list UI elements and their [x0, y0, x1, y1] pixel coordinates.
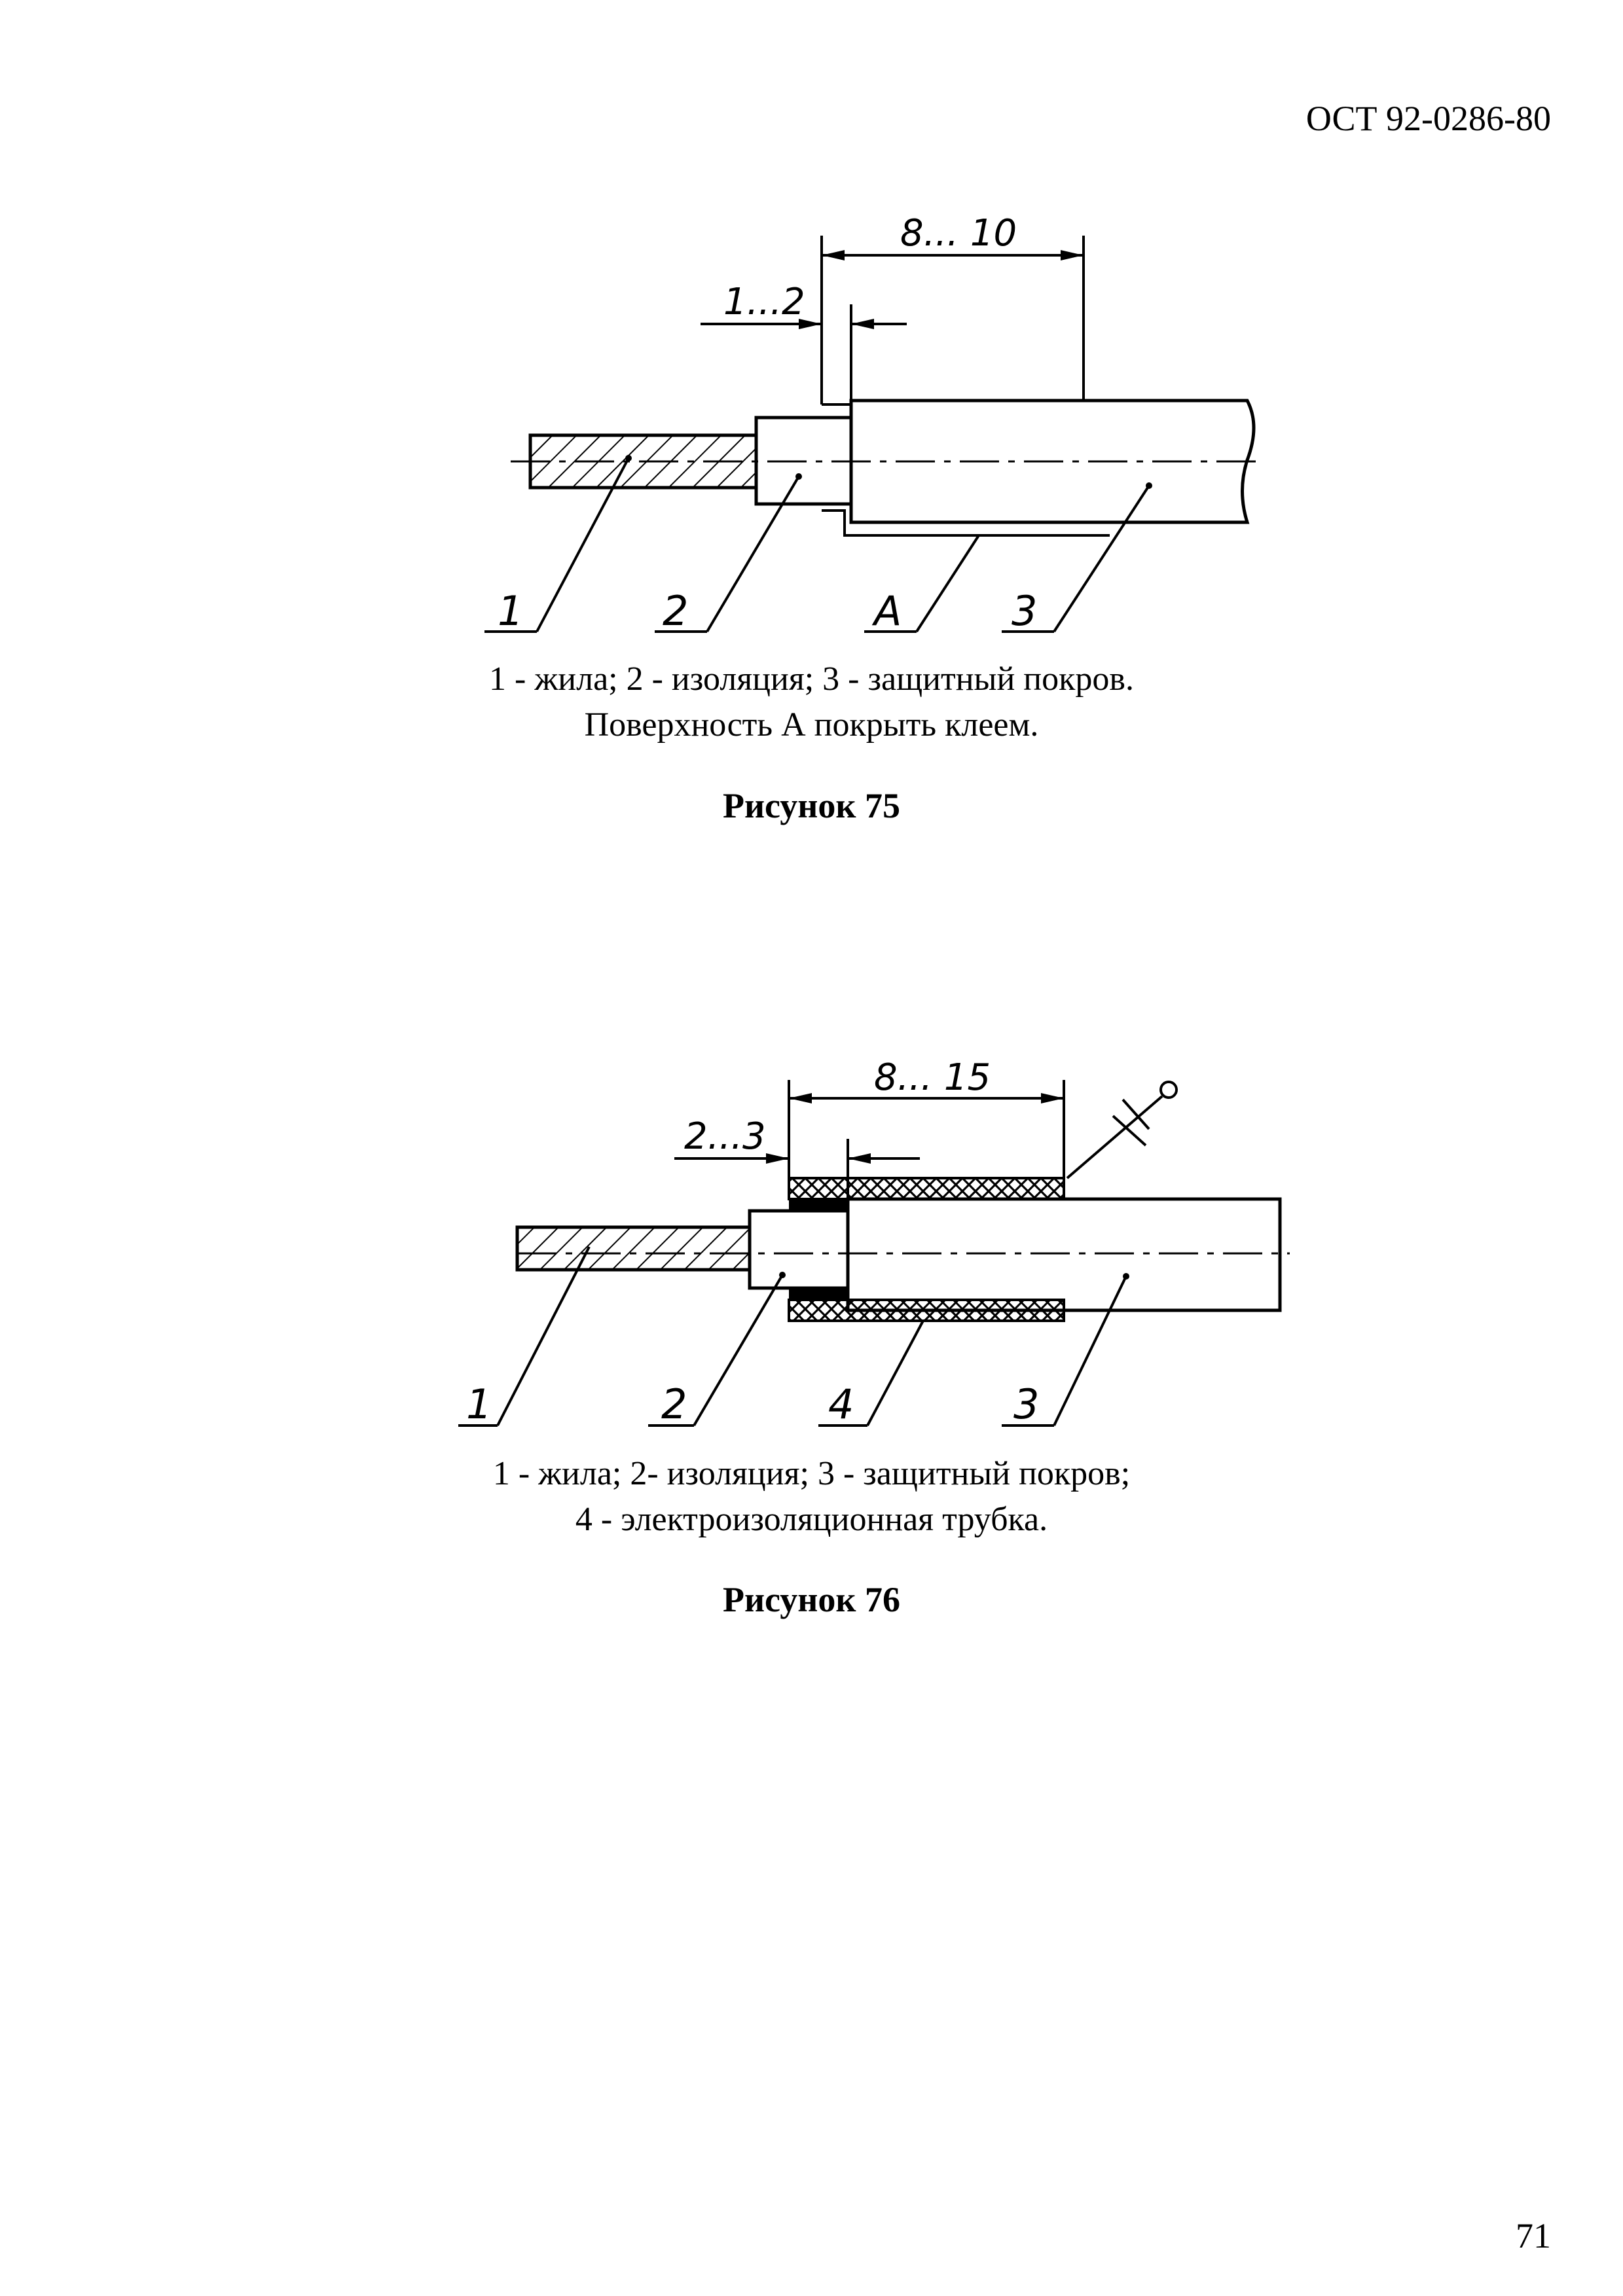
document-code: ОСТ 92-0286-80 — [1305, 99, 1551, 138]
figure-75-caption-line1: 1 - жила; 2 - изоляция; 3 - защитный пок… — [489, 660, 1134, 698]
core-hatched — [515, 1225, 752, 1272]
label-3: 3 — [1012, 587, 1037, 635]
label-a: А — [871, 587, 902, 635]
dim-2-3: 2...3 — [684, 1115, 766, 1158]
surface-a-line — [822, 509, 1110, 537]
page-number: 71 — [1516, 2216, 1551, 2255]
label-4: 4 — [828, 1380, 854, 1428]
figure-76-title: Рисунок 76 — [722, 1580, 901, 1619]
dim-8-15: 8... 15 — [874, 1056, 991, 1099]
figure-75-caption-line2: Поверхность А покрыть клеем. — [584, 706, 1039, 744]
label-1: 1 — [466, 1380, 492, 1428]
label-2: 2 — [663, 587, 688, 635]
insulation — [748, 1209, 850, 1290]
label-3: 3 — [1013, 1380, 1039, 1428]
dim-1-2: 1...2 — [723, 281, 805, 323]
dim-8-10: 8... 10 — [900, 212, 1017, 255]
protective-cover — [846, 1197, 1282, 1312]
figure-75-drawing: 8... 10 1...2 1 2 А 3 — [0, 0, 1623, 655]
figure-75-title: Рисунок 75 — [722, 786, 901, 825]
figure-76-caption-line2: 4 - электроизоляционная трубка. — [575, 1501, 1048, 1538]
figure-76-drawing: 8... 15 2...3 1 2 4 3 — [0, 1014, 1623, 1473]
label-1: 1 — [498, 587, 523, 635]
label-2: 2 — [661, 1380, 687, 1428]
figure-76-caption-line1: 1 - жила; 2- изоляция; 3 - защитный покр… — [492, 1455, 1131, 1492]
